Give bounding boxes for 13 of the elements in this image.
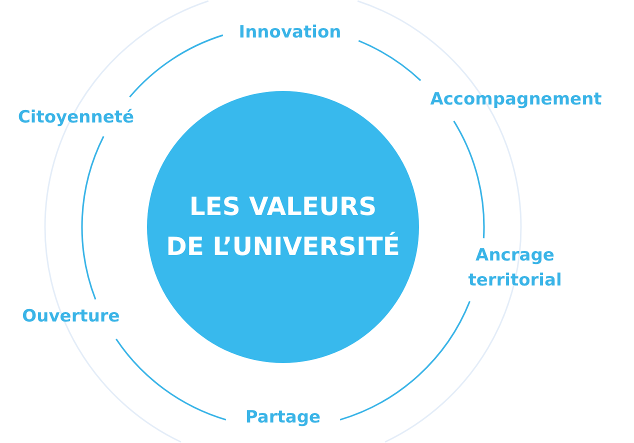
ring-arc — [129, 34, 224, 98]
value-label: Ouverture — [22, 304, 120, 330]
ring-arc — [358, 40, 422, 82]
ring-arc — [453, 120, 484, 238]
ring-arc — [116, 338, 226, 420]
value-label: Ancrage territorial — [459, 243, 571, 293]
ring-arc — [81, 136, 104, 300]
value-label: Innovation — [238, 20, 342, 46]
ring-arc — [340, 300, 470, 420]
value-label: Partage — [245, 406, 321, 430]
center-title: LES VALEURS DE L’UNIVERSITÉ — [166, 191, 400, 263]
value-label: Citoyenneté — [18, 106, 134, 130]
value-label: Accompagnement — [430, 88, 602, 112]
